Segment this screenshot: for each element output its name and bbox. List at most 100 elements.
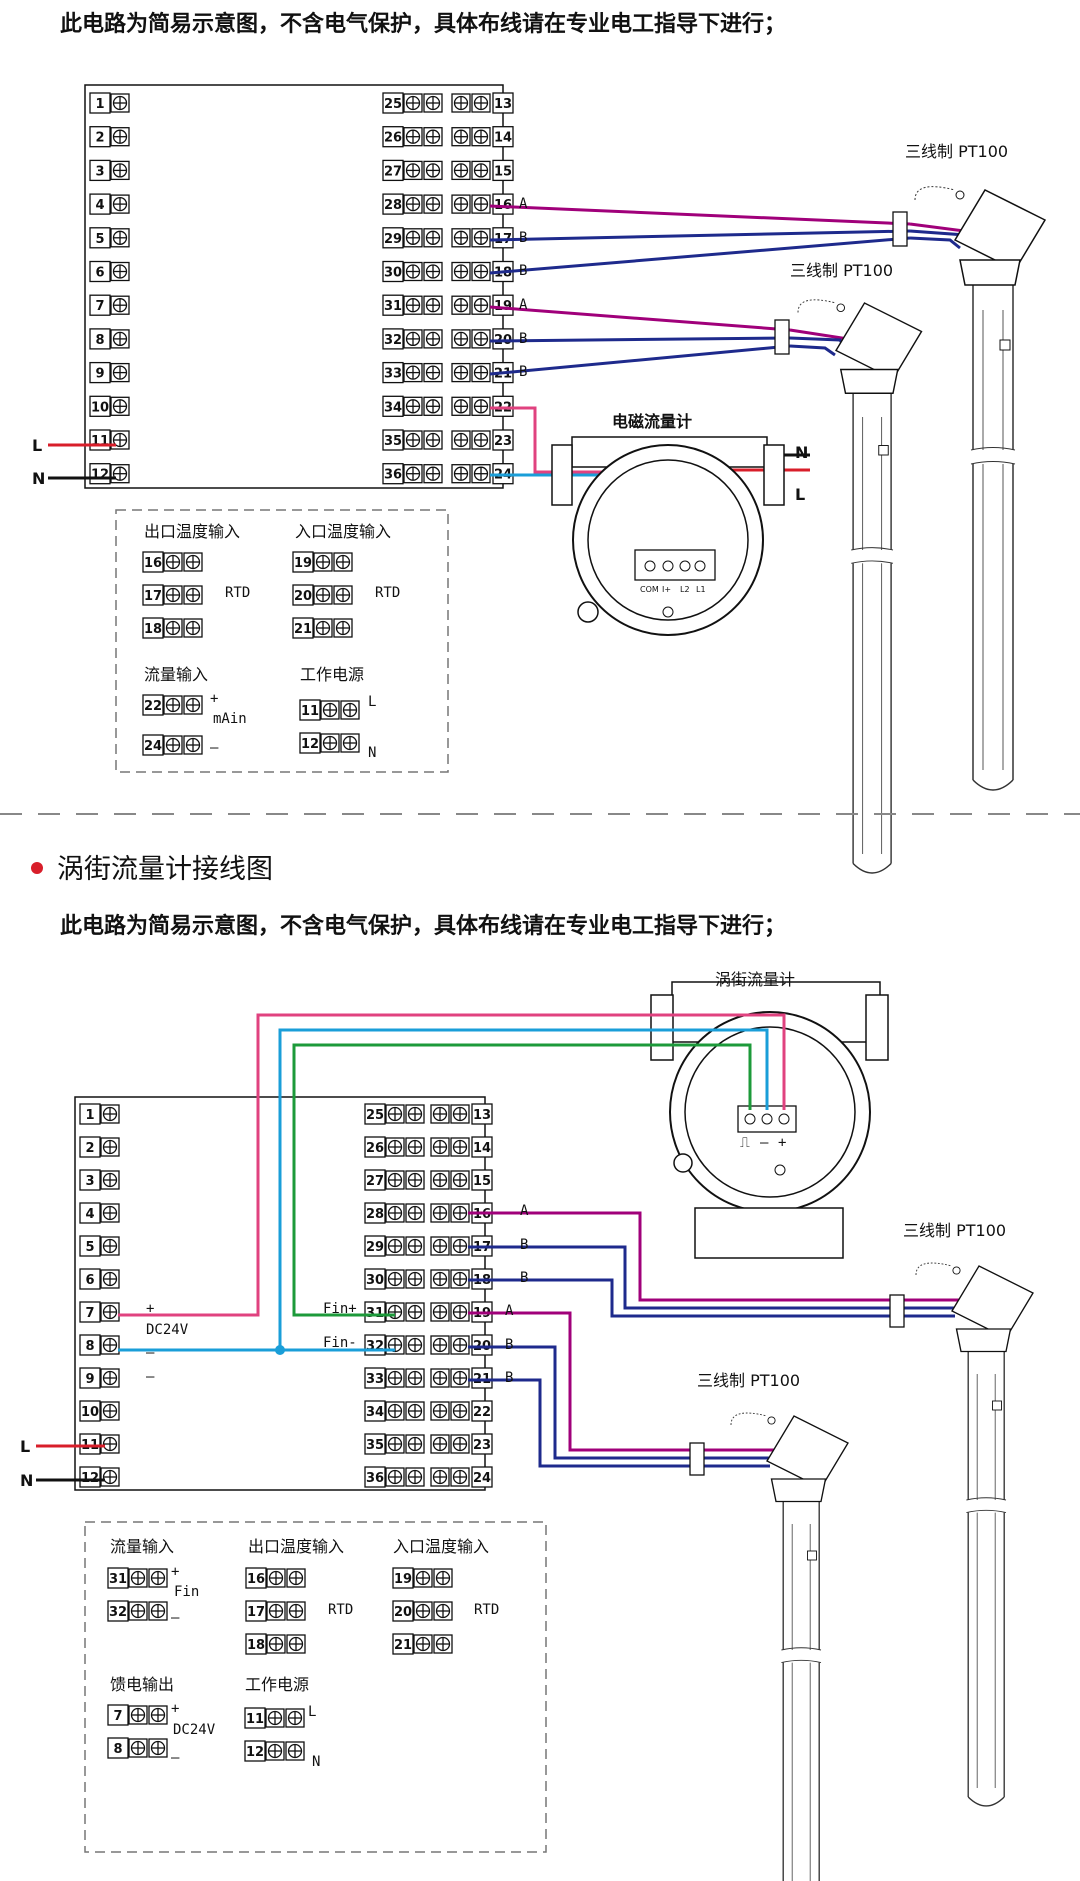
svg-text:入口温度输入: 入口温度输入 <box>393 1537 489 1556</box>
pt100-sensor-2b <box>730 1412 849 1881</box>
svg-text:DC24V: DC24V <box>146 1322 189 1338</box>
tb1-terminal-34: 34 <box>384 400 402 415</box>
tb1-terminal-33: 33 <box>384 367 402 382</box>
tb1-terminal-23: 23 <box>494 434 512 449</box>
lg2-20: 20 <box>394 1605 412 1620</box>
tb1-terminal-36: 36 <box>384 468 402 483</box>
tb1-terminal-26: 26 <box>384 131 402 146</box>
tb2-terminal-23: 23 <box>473 1438 491 1453</box>
tb2-terminal-15: 15 <box>473 1174 491 1189</box>
legend-2: 流量输入 出口温度输入 入口温度输入 馈电输出 工作电源 31321617181… <box>84 1521 547 1853</box>
lg2-31: 31 <box>109 1572 127 1587</box>
tb2-terminal-34: 34 <box>366 1405 384 1420</box>
svg-text:N: N <box>312 1754 320 1770</box>
svg-text:Fin+: Fin+ <box>323 1301 357 1317</box>
svg-text:B: B <box>505 1337 513 1353</box>
tb2-terminal-5: 5 <box>85 1240 94 1255</box>
svg-text:B: B <box>519 364 527 380</box>
svg-text:—: — <box>171 1750 180 1766</box>
svg-text:工作电源: 工作电源 <box>245 1675 309 1694</box>
tb1-terminal-9: 9 <box>95 367 104 382</box>
lg2-11: 11 <box>246 1712 264 1727</box>
power-l-1: L <box>32 436 42 455</box>
tb1-terminal-12: 12 <box>91 468 109 483</box>
tb2-terminal-30: 30 <box>366 1273 384 1288</box>
tb2-terminal-22: 22 <box>473 1405 491 1420</box>
tb2-terminal-28: 28 <box>366 1207 384 1222</box>
svg-text:流量输入: 流量输入 <box>144 665 208 684</box>
tb1-terminal-29: 29 <box>384 232 402 247</box>
tb2-terminal-14: 14 <box>473 1141 491 1156</box>
lg2-12: 12 <box>246 1745 264 1760</box>
tb1-terminal-28: 28 <box>384 198 402 213</box>
tb2-terminal-29: 29 <box>366 1240 384 1255</box>
lg2-19: 19 <box>394 1572 412 1587</box>
tb2-terminal-35: 35 <box>366 1438 384 1453</box>
svg-text:—: — <box>146 1369 155 1385</box>
legend-1: 出口温度输入 入口温度输入 流量输入 工作电源 1617181920212224… <box>115 509 449 773</box>
vortex-meter-label: 涡街流量计 <box>715 970 795 989</box>
tb1-terminal-14: 14 <box>494 131 512 146</box>
svg-text:N: N <box>20 1471 33 1490</box>
tb2-terminal-32: 32 <box>366 1339 384 1354</box>
svg-text:馈电输出: 馈电输出 <box>110 1675 174 1694</box>
lg2-18: 18 <box>247 1638 265 1653</box>
tb2-terminal-8: 8 <box>85 1339 94 1354</box>
svg-text:L: L <box>308 1704 316 1720</box>
lg2-32: 32 <box>109 1605 127 1620</box>
sensor-label-2a: 三线制 PT100 <box>903 1221 1006 1240</box>
svg-text:B: B <box>505 1370 513 1386</box>
svg-text:工作电源: 工作电源 <box>300 665 364 684</box>
tb1-terminal-6: 6 <box>95 266 104 281</box>
tb2-terminal-6: 6 <box>85 1273 94 1288</box>
lg2-7: 7 <box>113 1709 122 1724</box>
svg-text:+: + <box>171 1701 179 1717</box>
power-n-1: N <box>32 469 45 488</box>
lg1-21: 21 <box>294 622 312 637</box>
svg-text:出口温度输入: 出口温度输入 <box>248 1537 344 1556</box>
em-meter-L: L <box>795 485 805 504</box>
tb2-terminal-2: 2 <box>85 1141 94 1156</box>
tb2-terminal-7: 7 <box>85 1306 94 1321</box>
sensor-label-2b: 三线制 PT100 <box>697 1371 800 1390</box>
svg-text:B: B <box>519 230 527 246</box>
tb1-terminal-35: 35 <box>384 434 402 449</box>
lg1-11: 11 <box>301 704 319 719</box>
svg-text:A: A <box>519 297 528 313</box>
tb2-terminal-1: 1 <box>85 1108 94 1123</box>
tb2-terminal-33: 33 <box>366 1372 384 1387</box>
tb2-terminal-4: 4 <box>85 1207 94 1222</box>
pt100-sensor-2a <box>915 1262 1034 1807</box>
svg-text:+: + <box>146 1301 154 1317</box>
tb1-terminal-8: 8 <box>95 333 104 348</box>
wire-letters-1: A B B A B B <box>519 196 528 380</box>
tb1-terminal-30: 30 <box>384 266 402 281</box>
svg-text:—: — <box>171 1610 180 1626</box>
tb1-terminal-13: 13 <box>494 97 512 112</box>
svg-text:B: B <box>520 1270 528 1286</box>
svg-text:+: + <box>778 1135 786 1151</box>
tb1-terminal-3: 3 <box>95 164 104 179</box>
em-meter-label: 电磁流量计 <box>612 412 692 431</box>
svg-text:流量输入: 流量输入 <box>110 1537 174 1556</box>
svg-text:—: — <box>210 740 219 756</box>
tb1-terminal-32: 32 <box>384 333 402 348</box>
svg-text:L: L <box>20 1437 30 1456</box>
pt100-sensor-1a <box>914 185 1046 791</box>
svg-text:B: B <box>519 263 527 279</box>
lg1-16: 16 <box>144 556 162 571</box>
svg-text:L2: L2 <box>680 585 690 594</box>
svg-text:RTD: RTD <box>328 1602 353 1618</box>
tb1-terminal-27: 27 <box>384 164 402 179</box>
tb1-terminal-5: 5 <box>95 232 104 247</box>
tb1-terminal-7: 7 <box>95 299 104 314</box>
tb1-terminal-15: 15 <box>494 164 512 179</box>
tb1-terminal-11: 11 <box>91 434 109 449</box>
svg-text:I+: I+ <box>662 585 671 594</box>
svg-text:L: L <box>368 694 376 710</box>
em-flow-meter <box>551 436 785 636</box>
lg2-21: 21 <box>394 1638 412 1653</box>
svg-text:A: A <box>505 1303 514 1319</box>
